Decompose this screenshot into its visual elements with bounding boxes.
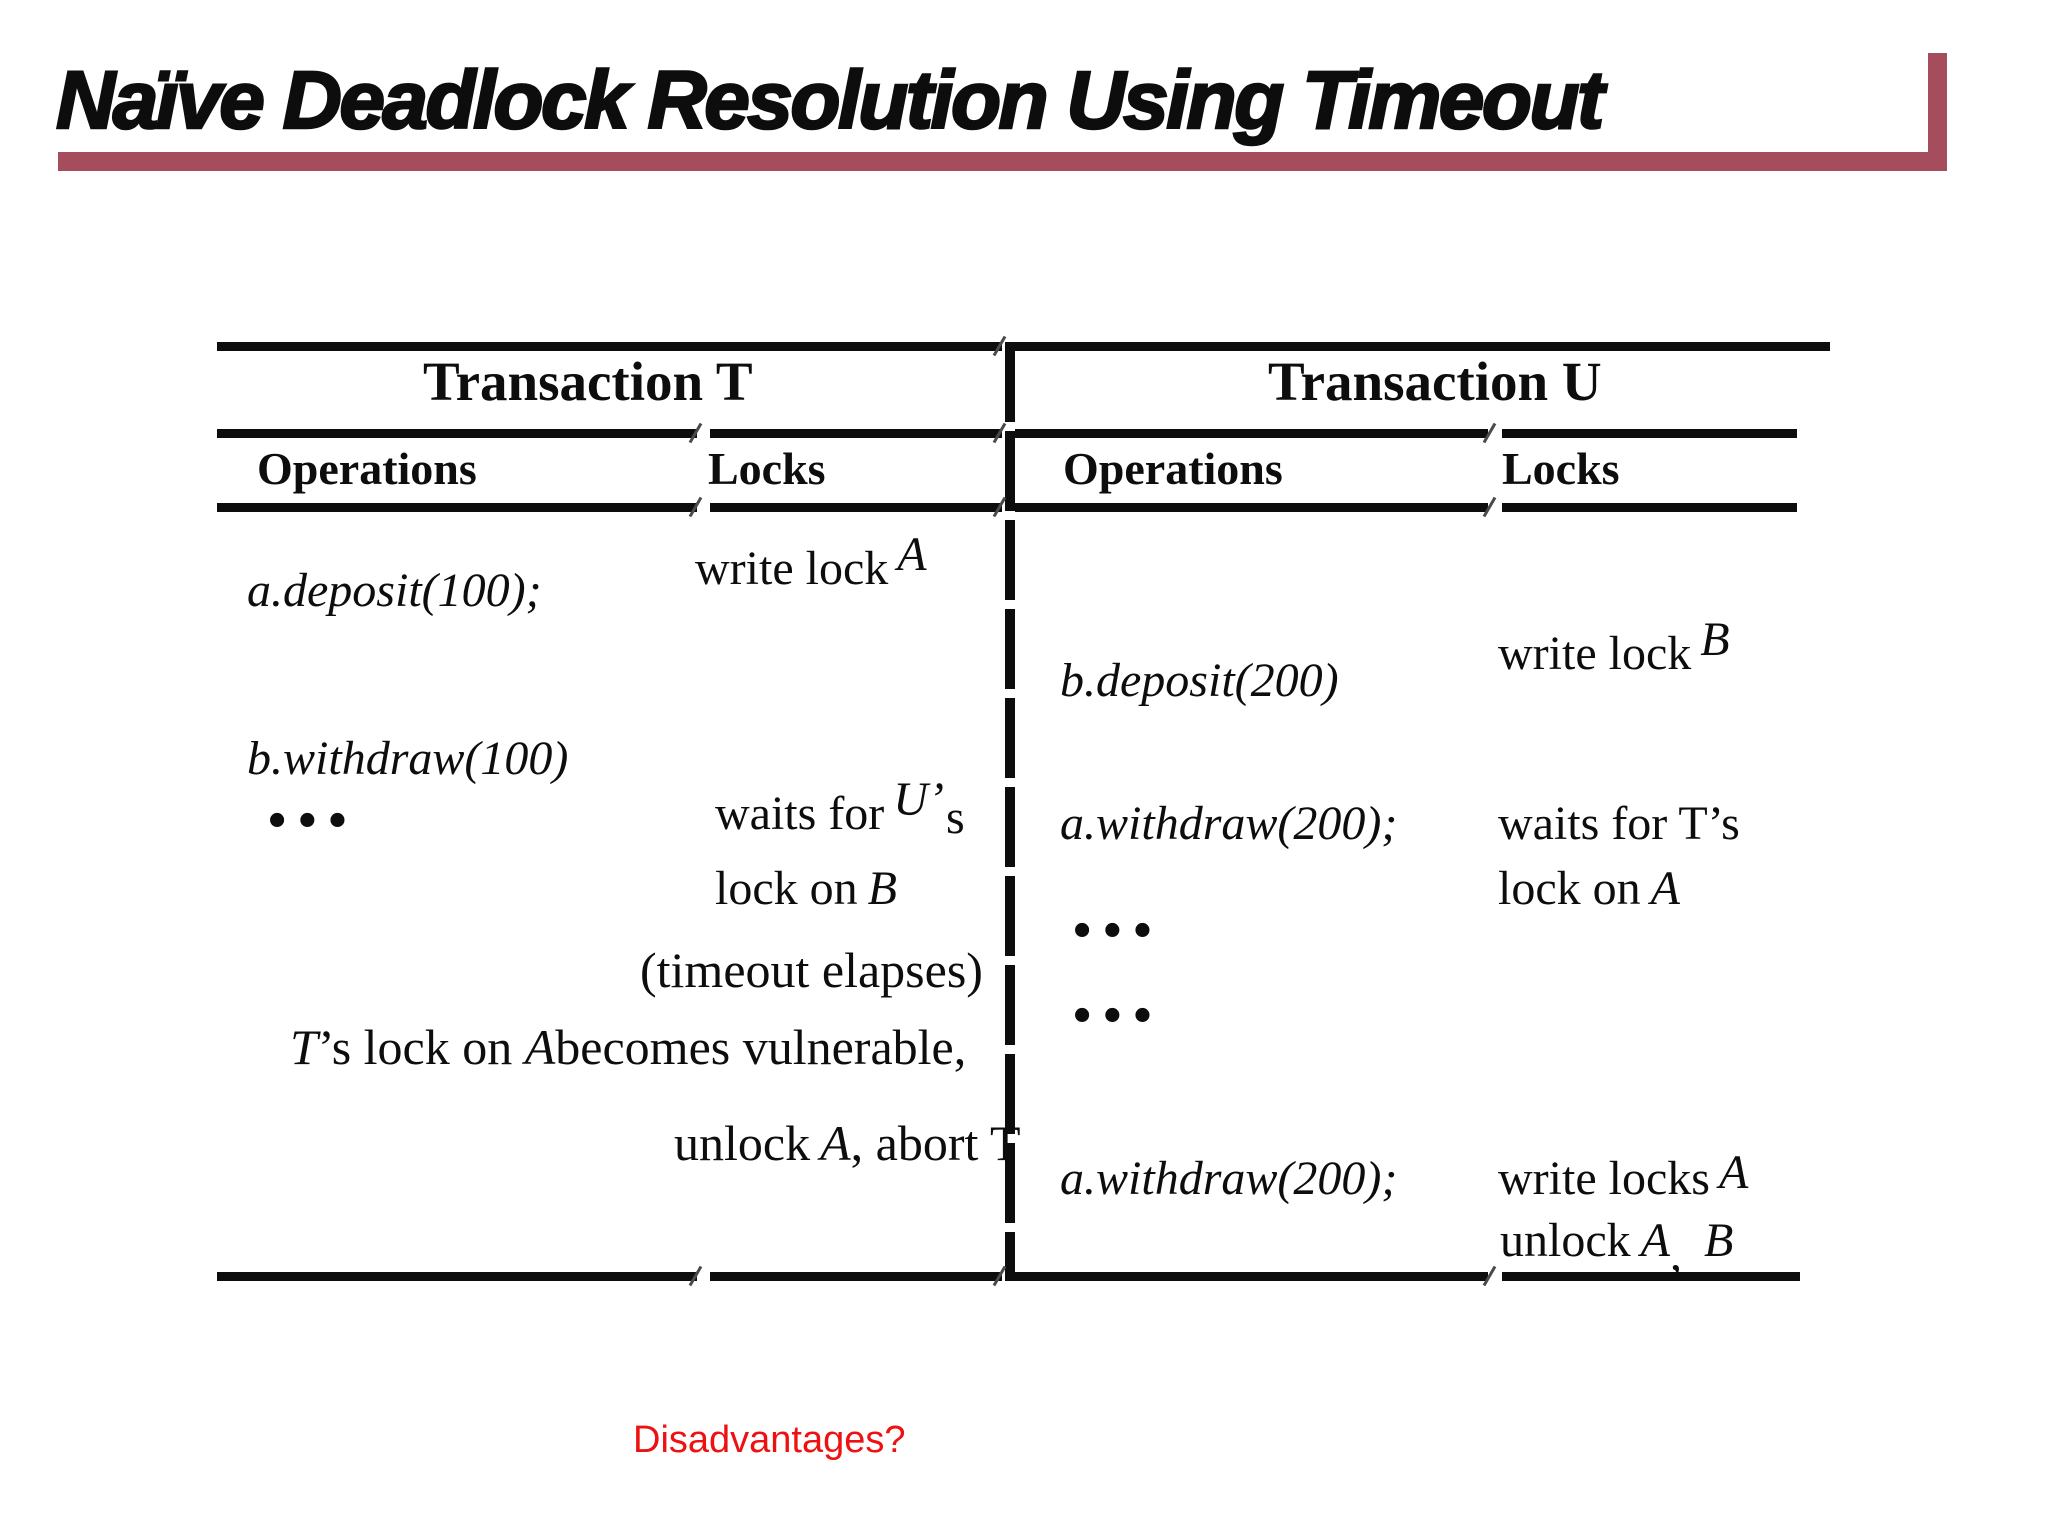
u-ellipsis-dots-1: ••• xyxy=(1073,902,1164,959)
header-rule-seg1 xyxy=(217,429,697,438)
u-lock3-var: A xyxy=(1650,862,1680,915)
u-lock3-text: lock on xyxy=(1498,862,1641,915)
center-column-divider xyxy=(1005,342,1015,1281)
t-lock3-var: B xyxy=(867,862,897,915)
t-op-withdraw: b.withdraw(100) xyxy=(247,732,569,785)
subheader-rule-seg3 xyxy=(1015,503,1488,512)
u-lock-waits-for-t: waits for T’s xyxy=(1498,797,1740,850)
header-rule-seg2 xyxy=(710,429,1002,438)
t-unlock-text: unlock xyxy=(674,1115,811,1171)
t-ellipsis-dots: ••• xyxy=(268,792,359,849)
t-unlock-rest: , abort T xyxy=(850,1115,1021,1171)
transaction-u-header: Transaction U xyxy=(1268,351,1602,412)
u-lock5-comma: , xyxy=(1669,1228,1682,1281)
t-lock2-text: waits for xyxy=(715,787,885,840)
table-top-border-right xyxy=(1015,342,1830,351)
header-rule-seg3 xyxy=(1015,429,1488,438)
u-ellipsis-dots-2: ••• xyxy=(1073,987,1164,1044)
title-underline-bar xyxy=(58,152,1946,171)
slide-title: Naïve Deadlock Resolution Using Timeout xyxy=(55,55,1606,146)
t-note-mid: ’s lock on xyxy=(317,1019,525,1075)
disadvantages-question: Disadvantages? xyxy=(633,1419,906,1461)
t-lock1-text: write lock xyxy=(695,542,889,595)
header-rule-seg4 xyxy=(1502,429,1797,438)
table-bottom-border-seg1 xyxy=(217,1272,697,1281)
u-lock4-var: A xyxy=(1718,1146,1749,1199)
subheader-rule-seg2 xyxy=(710,503,1002,512)
t-lock2-suffix: s xyxy=(945,791,965,844)
u-op-withdraw-2: a.withdraw(200); xyxy=(1060,1152,1398,1205)
t-note-vulnerable: T’s lock on Abecomes vulnerable, xyxy=(290,1022,966,1072)
u-lock5-text: unlock xyxy=(1500,1214,1631,1267)
transaction-t-header: Transaction T xyxy=(423,351,753,412)
t-lock1-var: A xyxy=(897,528,927,581)
t-note-var-t: T xyxy=(290,1019,318,1075)
table-bottom-border-seg3 xyxy=(1015,1272,1488,1281)
table-bottom-border-seg4 xyxy=(1502,1272,1800,1281)
u-operations-label: Operations xyxy=(1063,443,1283,494)
t-note-rest: becomes vulnerable, xyxy=(555,1019,967,1075)
table-top-border-left xyxy=(217,342,1002,351)
t-locks-label: Locks xyxy=(708,443,826,494)
u-op-withdraw-1: a.withdraw(200); xyxy=(1060,797,1398,850)
t-op-deposit: a.deposit(100); xyxy=(247,564,542,617)
t-note-var-a: A xyxy=(524,1019,556,1075)
table-bottom-border-seg2 xyxy=(710,1272,1002,1281)
u-lock5-var1: A xyxy=(1640,1214,1670,1267)
subheader-rule-seg4 xyxy=(1502,503,1797,512)
t-note-timeout: (timeout elapses) xyxy=(640,942,983,998)
subheader-rule-seg1 xyxy=(217,503,697,512)
u-locks-label: Locks xyxy=(1502,443,1620,494)
t-operations-label: Operations xyxy=(257,443,477,494)
u-lock1-text: write lock xyxy=(1498,627,1692,680)
t-unlock-var: A xyxy=(820,1115,851,1171)
u-op-deposit: b.deposit(200) xyxy=(1060,654,1339,707)
t-lock3-text: lock on xyxy=(715,862,858,915)
u-lock4-text: write locks xyxy=(1498,1152,1710,1205)
title-side-bar xyxy=(1928,53,1947,171)
u-lock1-var: B xyxy=(1700,613,1730,666)
u-lock5-var2: B xyxy=(1703,1214,1734,1267)
t-lock2-var: U’ xyxy=(893,773,944,826)
